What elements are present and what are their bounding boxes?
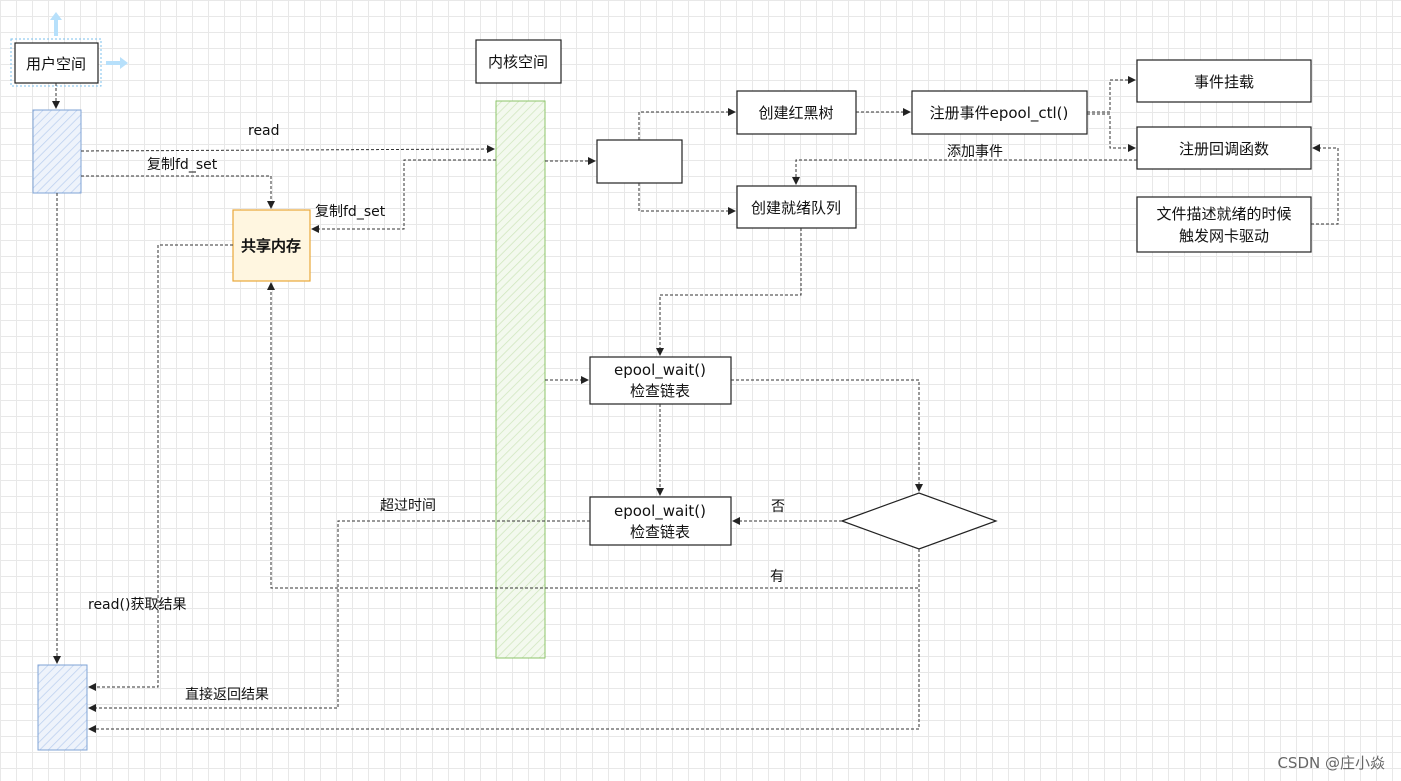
edge-wait1-to-decision: [731, 379, 923, 492]
edge-yes: [267, 282, 920, 589]
edge-copy-fdset-2: [311, 159, 496, 233]
decision-diamond[interactable]: [840, 492, 998, 550]
user-space-box[interactable]: [14, 42, 99, 84]
event-mount-label: 事件挂载: [1194, 73, 1254, 91]
edge-label-copy-fdset-2: 复制fd_set: [315, 203, 386, 220]
edge-add-event: [792, 159, 1137, 185]
edge-to-rbtree: [638, 108, 736, 140]
file-ready-box[interactable]: [1136, 196, 1312, 253]
create-rbtree-box[interactable]: [736, 90, 857, 135]
epoll-wait-box-1[interactable]: [589, 356, 732, 405]
shared-memory-box[interactable]: [232, 209, 311, 282]
epoll-wait-2-line1: epool_wait(): [614, 502, 706, 521]
kernel-space-box[interactable]: [475, 39, 562, 84]
edge-label-yes: 有: [770, 569, 784, 585]
edge-label-direct-return: 直接返回结果: [185, 686, 269, 703]
edge-label-read: read: [248, 123, 280, 139]
edge-ctl-to-mount: [1087, 76, 1136, 113]
user-process-bar-top[interactable]: [32, 109, 82, 194]
edge-fileready-to-callback: [1311, 144, 1339, 225]
edges: [52, 76, 1339, 733]
edge-to-ready-queue: [638, 183, 736, 215]
epoll-wait-2-line2: 检查链表: [630, 523, 690, 541]
edge-label-read-get-result: read()获取结果: [88, 597, 186, 613]
edge-ctl-to-callback: [1087, 113, 1136, 152]
epoll-wait-box-2[interactable]: [589, 496, 732, 546]
user-space-label: 用户空间: [26, 55, 86, 73]
kernel-space-label: 内核空间: [488, 53, 548, 71]
register-callback-label: 注册回调函数: [1179, 140, 1269, 158]
kernel-bar[interactable]: [495, 100, 546, 659]
edge-label-add-event: 添加事件: [947, 144, 1003, 160]
edge-queue-to-wait1: [656, 228, 802, 356]
epoll-create-node[interactable]: [596, 139, 683, 184]
register-epoll-ctl-label: 注册事件epool_ctl(): [930, 104, 1069, 123]
edge-label-copy-fdset-1: 复制fd_set: [147, 156, 218, 173]
event-mount-box[interactable]: [1136, 59, 1312, 103]
resize-arrow-up-icon[interactable]: [50, 12, 62, 36]
edge-read-get-result: [88, 244, 233, 691]
edge-decision-return: [88, 549, 920, 733]
epoll-wait-1-line2: 检查链表: [630, 382, 690, 400]
file-ready-label-line1: 文件描述就绪的时候: [1156, 205, 1291, 223]
user-process-bar-bottom[interactable]: [37, 664, 88, 751]
create-ready-queue-box[interactable]: [736, 185, 857, 229]
edge-read: [80, 145, 495, 154]
shared-memory-label: 共享内存: [241, 237, 301, 255]
epoll-wait-1-line1: epool_wait(): [614, 361, 706, 380]
create-rbtree-label: 创建红黑树: [758, 104, 833, 122]
edge-label-timeout: 超过时间: [380, 498, 436, 514]
resize-arrow-right-icon[interactable]: [106, 57, 128, 69]
file-ready-label-line2: 触发网卡驱动: [1179, 227, 1269, 245]
create-ready-queue-label: 创建就绪队列: [751, 199, 841, 217]
edge-label-no: 否: [771, 499, 785, 515]
register-callback-box[interactable]: [1136, 126, 1312, 170]
watermark: CSDN @庄小焱: [1277, 754, 1385, 772]
register-epoll-ctl-box[interactable]: [911, 90, 1088, 135]
edge-copy-fdset-1: [81, 175, 275, 209]
edge-timeout: [88, 520, 590, 712]
